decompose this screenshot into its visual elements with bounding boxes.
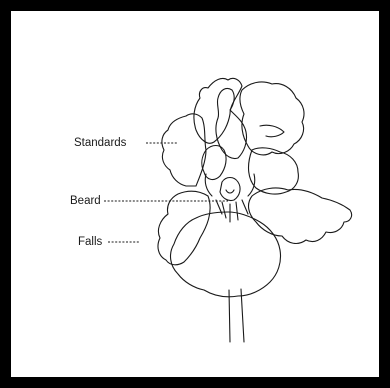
beard-structure [205, 174, 255, 222]
label-falls: Falls [78, 236, 103, 248]
right-standard [249, 148, 299, 194]
left-standard-petal [162, 114, 206, 186]
upper-right-standard [240, 82, 304, 155]
right-fall [249, 188, 352, 243]
label-standards: Standards [74, 137, 127, 149]
upper-right-standard-fold [260, 125, 284, 137]
lower-fall [171, 212, 281, 297]
label-beard: Beard [70, 195, 101, 207]
left-fall [158, 191, 210, 265]
label-beard-group: Beard [70, 195, 228, 207]
label-falls-group: Falls [78, 236, 140, 248]
